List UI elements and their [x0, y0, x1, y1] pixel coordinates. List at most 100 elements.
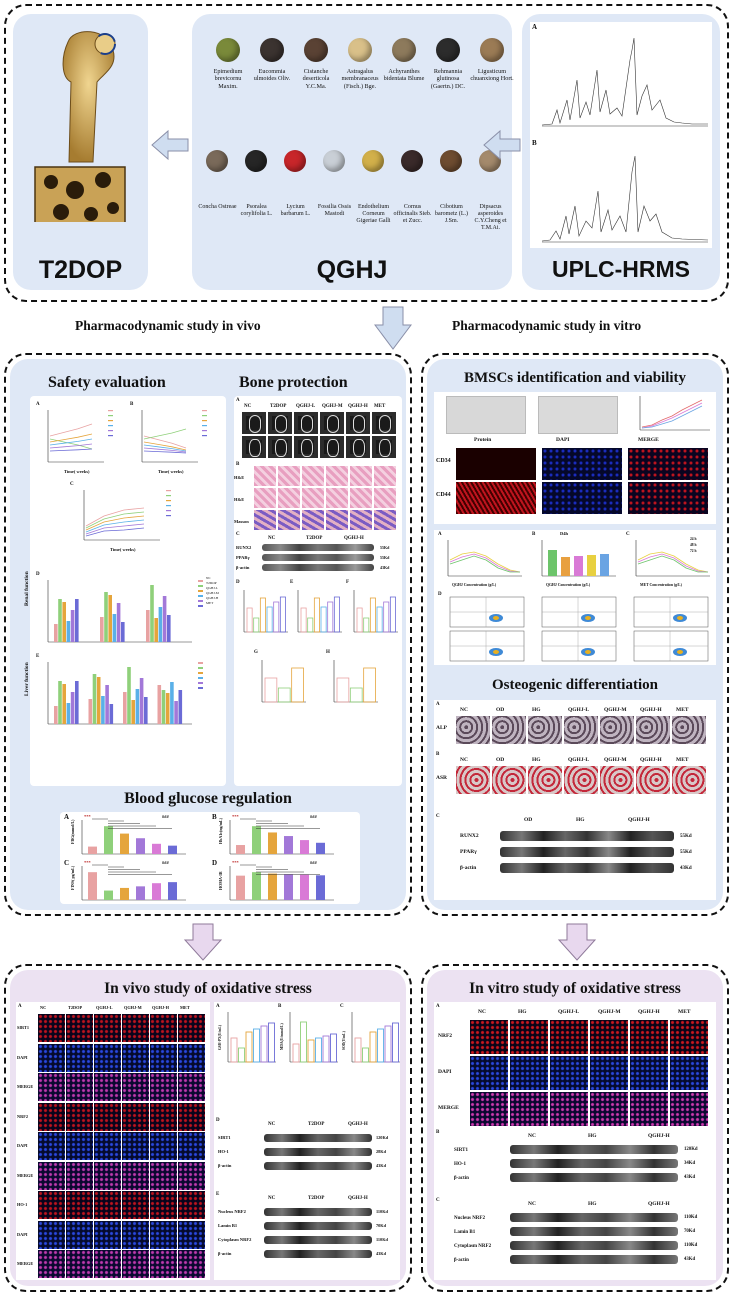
group-header: QGHJ-L	[558, 1009, 580, 1015]
viability-chart	[447, 540, 522, 577]
top-section-frame	[4, 4, 729, 302]
blot-band	[510, 1213, 678, 1222]
histology-image	[350, 488, 372, 508]
legend-entry: QGHJ-H	[206, 596, 219, 600]
safety-title: Safety evaluation	[48, 374, 166, 391]
significance-mark: ***	[84, 860, 91, 865]
herb-name: Lycium barbarum L.	[280, 204, 311, 218]
group-header: HG	[532, 757, 541, 763]
herb-image-icon	[436, 38, 460, 62]
blot-group-header: T2DOP	[306, 536, 323, 541]
immunofluorescence-image	[38, 1250, 65, 1278]
immunofluorescence-image	[630, 1092, 668, 1126]
axis-label: Time( weeks)	[64, 469, 90, 474]
in-vivo-frame	[4, 353, 412, 916]
immunofluorescence-image	[122, 1161, 149, 1190]
group-header: QGHJ-M	[322, 404, 343, 409]
histology-image	[278, 510, 300, 530]
uplc-panel: A B UPLC-HRMS	[522, 14, 720, 290]
flow-cytometry-plot	[633, 596, 709, 628]
blot-row-label: β-actin	[454, 1176, 469, 1181]
blot-row-label: RUNX2	[460, 833, 479, 839]
immunofluorescence-image	[670, 1056, 708, 1090]
blot-row-label: Nucleus NRF2	[218, 1209, 246, 1214]
immunofluorescence-image	[550, 1092, 588, 1126]
viability-chart	[635, 540, 710, 577]
blot-kd: 55Kd	[680, 834, 692, 839]
bone-outline	[379, 415, 391, 433]
histology-image	[374, 466, 396, 486]
histology-image	[278, 488, 300, 508]
blot-band	[500, 847, 674, 857]
stain-label: Masson	[234, 519, 249, 524]
bmsc-morphology-b	[538, 396, 618, 434]
blot-row-label: PPARγ	[460, 849, 477, 855]
blot-row-label: β-actin	[454, 1258, 469, 1263]
blot-group-header: QGHJ-H	[648, 1201, 670, 1207]
bone-outline	[301, 415, 313, 433]
blot-band	[262, 554, 374, 561]
immunofluorescence-image	[94, 1161, 121, 1190]
group-header: NC	[478, 1009, 486, 1015]
group-header: OD	[496, 707, 505, 713]
immunofluorescence-image	[38, 1220, 65, 1249]
group-header: HG	[532, 707, 541, 713]
flow-cytometry-plot	[541, 630, 617, 662]
left-arrow-icon	[483, 129, 521, 161]
blot-band	[264, 1222, 372, 1230]
immunofluorescence-image	[150, 1073, 177, 1101]
blot-kd: 55Kd	[380, 545, 390, 550]
staining-image	[672, 766, 706, 794]
herb-name: Psoralea corylifolia L.	[240, 204, 273, 218]
significance-mark: ###	[162, 860, 169, 865]
immunofluorescence-image	[542, 482, 622, 514]
if-column-header: MERGE	[638, 437, 659, 443]
blot-kd: 110Kd	[684, 1215, 698, 1220]
blot-kd: 43Kd	[680, 866, 692, 871]
legend-entry: NC	[206, 576, 211, 580]
down-arrow-icon	[183, 923, 223, 961]
panel-letter: G	[254, 650, 258, 655]
bone-outline	[301, 439, 313, 457]
immunofluorescence-image	[122, 1191, 149, 1219]
bar-chart	[351, 1012, 400, 1063]
bone-outline	[379, 439, 391, 457]
histology-image	[374, 488, 396, 508]
if-row-label: SIRT1	[17, 1025, 30, 1030]
blot-row-label: PPARγ	[236, 555, 250, 560]
group-header: QGHJ-H	[640, 757, 662, 763]
blot-row-label: HO-1	[454, 1162, 466, 1167]
herb-name: Achyranthes bidentata Blume	[383, 68, 425, 83]
stain-label: H&E	[234, 497, 245, 502]
bone-outline	[249, 439, 261, 457]
herb-image-icon	[348, 38, 372, 62]
immunofluorescence-image	[510, 1056, 548, 1090]
herb-image-icon	[480, 38, 504, 62]
immunofluorescence-image	[94, 1102, 121, 1131]
herb-image-icon	[245, 150, 267, 172]
ox-vitro-title: In vitro study of oxidative stress	[469, 980, 681, 997]
group-header: QGHJ-L	[296, 404, 316, 409]
blot-kd: 110Kd	[684, 1243, 698, 1248]
line-chart	[83, 490, 171, 541]
blot-kd: 120Kd	[376, 1135, 389, 1140]
immunofluorescence-image	[178, 1014, 205, 1042]
legend-entry: 48 h	[690, 543, 697, 547]
blot-kd: 110Kd	[376, 1237, 388, 1242]
immunofluorescence-image	[470, 1020, 508, 1054]
herb-name: Astragalus membranaceus (Fisch.) Bge.	[341, 68, 379, 90]
bar-chart	[289, 1012, 338, 1063]
group-header: QGHJ-H	[152, 1005, 169, 1010]
qghj-label: QGHJ	[316, 256, 388, 284]
histology-image	[374, 510, 396, 530]
blot-band	[510, 1173, 678, 1182]
chromatogram-label-b: B	[532, 139, 537, 147]
immunofluorescence-image	[38, 1102, 65, 1131]
panel-letter: A	[436, 1004, 440, 1009]
significance-mark: ###	[162, 814, 169, 819]
group-header: NC	[244, 404, 252, 409]
histology-image	[254, 488, 276, 508]
t2dop-panel: T2DOP	[13, 14, 148, 290]
osteo-title: Osteogenic differentiation	[492, 677, 658, 693]
